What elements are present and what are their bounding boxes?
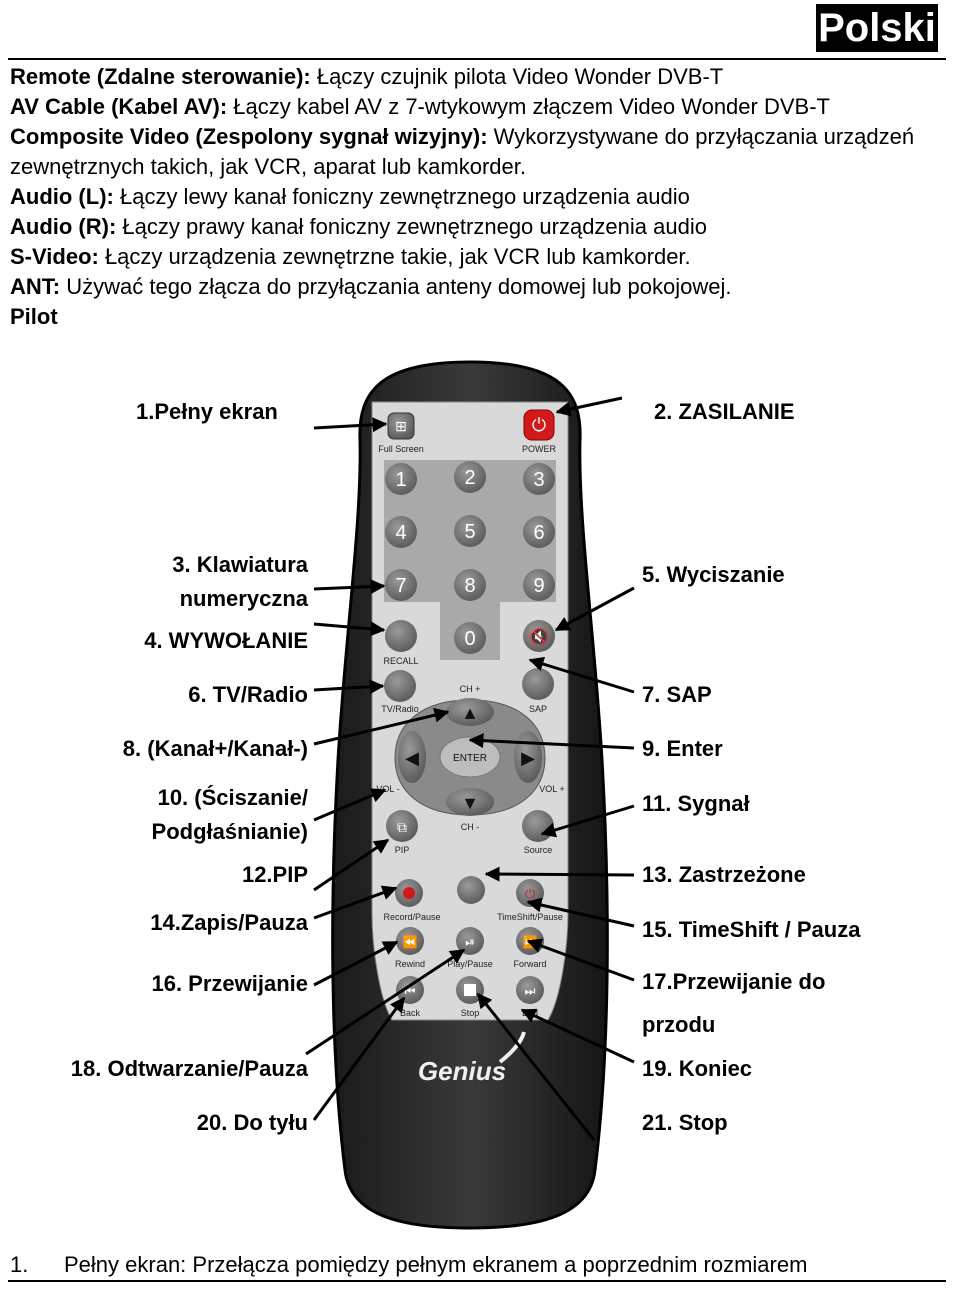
right-arrow-icon: ▶	[521, 748, 535, 768]
brand-logo: Genius	[418, 1056, 506, 1086]
svg-text:5: 5	[464, 521, 475, 543]
callout-sap: 7. SAP	[642, 678, 712, 712]
callout-reserved: 13. Zastrzeżone	[642, 858, 806, 892]
callout-end: 19. Koniec	[642, 1052, 752, 1086]
callout-mute: 5. Wyciszanie	[642, 558, 785, 592]
down-arrow-icon: ▼	[461, 793, 479, 813]
callout-power: 2. ZASILANIE	[654, 395, 795, 429]
callout-record-pause: 14.Zapis/Pauza	[150, 906, 308, 940]
pip-icon: ⧉	[397, 819, 407, 835]
power-button[interactable]: ⏻	[524, 410, 554, 440]
rewind-button[interactable]: ⏪	[396, 927, 424, 955]
source-label: Source	[524, 845, 553, 855]
enter-label: ENTER	[453, 753, 487, 764]
power-label: POWER	[522, 444, 557, 454]
timeshift-pause-label: TimeShift/Pause	[497, 912, 563, 922]
play-pause-label: Play/Pause	[447, 959, 493, 969]
up-arrow-icon: ▲	[461, 703, 479, 723]
tv-radio-label: TV/Radio	[381, 704, 419, 714]
svg-text:9: 9	[533, 575, 544, 597]
tv-radio-button[interactable]	[384, 670, 416, 702]
svg-text:0: 0	[464, 628, 475, 650]
reserved-button[interactable]	[457, 876, 485, 904]
callout-back: 20. Do tyłu	[197, 1106, 308, 1140]
callout-full-screen: 1.Pełny ekran	[136, 395, 278, 429]
callout-volume-2: Podgłaśnianie)	[152, 815, 308, 849]
power-icon: ⏻	[532, 415, 546, 435]
callout-forward-2: przodu	[642, 1008, 715, 1042]
pip-label: PIP	[395, 845, 410, 855]
full-screen-label: Full Screen	[378, 444, 424, 454]
svg-text:1: 1	[395, 469, 406, 491]
pip-button[interactable]: ⧉	[386, 810, 418, 842]
svg-text:2: 2	[464, 467, 475, 489]
rewind-icon: ⏪	[403, 935, 418, 949]
callout-recall: 4. WYWOŁANIE	[144, 624, 308, 658]
timeshift-icon: ⏻	[525, 886, 535, 901]
record-icon	[403, 887, 415, 899]
stop-icon	[464, 984, 476, 996]
callout-play-pause: 18. Odtwarzanie/Pauza	[71, 1052, 308, 1086]
recall-button[interactable]	[385, 620, 417, 652]
vol-plus-label: VOL +	[539, 784, 564, 794]
svg-text:7: 7	[395, 575, 406, 597]
mute-icon: 🔇	[529, 627, 549, 646]
callout-numeric-keypad: 3. Klawiatura	[172, 548, 308, 582]
sap-label: SAP	[529, 704, 547, 714]
recall-label: RECALL	[383, 656, 418, 666]
callout-forward: 17.Przewijanie do	[642, 965, 825, 999]
stop-button[interactable]	[456, 976, 484, 1004]
callout-stop: 21. Stop	[642, 1106, 728, 1140]
stop-label: Stop	[461, 1008, 480, 1018]
callout-timeshift: 15. TimeShift / Pauza	[642, 913, 860, 947]
left-arrow-icon: ◀	[405, 748, 419, 768]
full-screen-button[interactable]: ⊞	[388, 413, 414, 439]
callout-numeric-keypad-2: numeryczna	[180, 582, 308, 616]
footer-number: 1.	[10, 1252, 64, 1278]
ch-plus-label: CH +	[460, 684, 481, 694]
ch-minus-label: CH -	[461, 822, 480, 832]
record-pause-button[interactable]	[395, 879, 423, 907]
bottom-divider	[8, 1280, 946, 1282]
footer-note: 1.Pełny ekran: Przełącza pomiędzy pełnym…	[10, 1252, 807, 1278]
callout-enter: 9. Enter	[642, 732, 723, 766]
end-icon: ⏭	[525, 984, 536, 998]
forward-label: Forward	[513, 959, 546, 969]
record-pause-label: Record/Pause	[383, 912, 440, 922]
back-label: Back	[400, 1008, 421, 1018]
end-button[interactable]: ⏭	[516, 976, 544, 1004]
svg-text:4: 4	[395, 522, 406, 544]
play-pause-icon: ⏯	[465, 935, 475, 949]
sap-button[interactable]	[522, 668, 554, 700]
callout-rewind: 16. Przewijanie	[151, 967, 308, 1001]
footer-text: Pełny ekran: Przełącza pomiędzy pełnym e…	[64, 1252, 807, 1277]
callout-pip: 12.PIP	[242, 858, 308, 892]
callout-volume: 10. (Ściszanie/	[158, 781, 308, 815]
navigation-pad[interactable]: ▲ ▼ ◀ ▶ ENTER	[395, 698, 545, 816]
rewind-label: Rewind	[395, 959, 425, 969]
callout-channel: 8. (Kanał+/Kanał-)	[123, 732, 308, 766]
svg-text:8: 8	[464, 575, 475, 597]
callout-tv-radio: 6. TV/Radio	[188, 678, 308, 712]
svg-text:3: 3	[533, 469, 544, 491]
callout-source: 11. Sygnał	[642, 787, 750, 821]
svg-text:6: 6	[533, 522, 544, 544]
source-button[interactable]	[522, 810, 554, 842]
mute-button[interactable]: 🔇	[523, 620, 555, 652]
svg-text:⊞: ⊞	[395, 418, 407, 434]
